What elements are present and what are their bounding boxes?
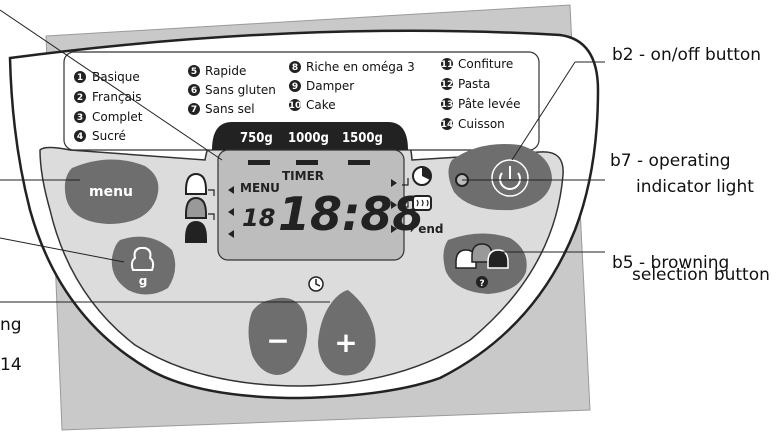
svg-text:12: 12 — [441, 80, 454, 90]
svg-text:Rapide: Rapide — [205, 64, 246, 78]
svg-text:Français: Français — [92, 90, 141, 104]
svg-text:9: 9 — [292, 82, 298, 92]
svg-text:Pasta: Pasta — [458, 77, 490, 91]
svg-text:14: 14 — [441, 120, 454, 130]
svg-text:3: 3 — [77, 113, 83, 123]
svg-text:4: 4 — [77, 132, 83, 142]
power-icon — [499, 172, 521, 190]
weight-icon — [130, 247, 155, 271]
loaf-dark-icon — [487, 249, 509, 269]
question-badge — [476, 276, 488, 288]
svg-text:Confiture: Confiture — [458, 57, 513, 71]
loaf-light-icon — [185, 172, 207, 195]
program-item: 2 Français — [74, 90, 141, 104]
program-item: 7 Sans sel — [188, 102, 255, 116]
timer-clock-icon — [308, 276, 324, 292]
lcd-status-arrow — [391, 179, 397, 187]
menu-button[interactable]: menu — [64, 159, 159, 224]
program-item: 9 Damper — [289, 79, 354, 93]
plus-button[interactable]: + — [318, 290, 376, 376]
keep-warm-icon — [412, 195, 432, 211]
lcd-screen — [217, 149, 405, 261]
status-connector — [402, 178, 409, 186]
lcd-crust-arrow — [228, 186, 234, 194]
svg-text:Cuisson: Cuisson — [458, 117, 505, 131]
svg-text:6: 6 — [191, 86, 197, 96]
lcd-menu-label: MENU — [240, 181, 280, 195]
minus-button[interactable]: − — [248, 297, 308, 375]
svg-text:Pâte levée: Pâte levée — [458, 97, 521, 111]
svg-text:5: 5 — [191, 67, 197, 77]
lcd-crust-arrow — [228, 230, 234, 238]
plus-button-label: + — [334, 326, 357, 359]
lcd-crust-arrow — [228, 208, 234, 216]
svg-text:13: 13 — [441, 100, 454, 110]
program-item: 12 Pasta — [441, 77, 491, 91]
end-label: → end — [404, 222, 444, 236]
svg-text:2: 2 — [77, 93, 83, 103]
callout-b7-line2: indicator light — [636, 177, 754, 197]
loaf-connector — [208, 213, 215, 220]
callout-b2: b2 - on/off button — [612, 45, 761, 65]
callout-cut-line2: 14 — [0, 355, 22, 375]
callout-line — [511, 61, 576, 161]
weight-1000: 1000g — [288, 131, 329, 146]
status-connector — [402, 202, 409, 208]
program-item: 11 Confiture — [441, 57, 514, 71]
lcd-weight-indicator — [248, 160, 270, 165]
svg-text:7: 7 — [191, 105, 197, 115]
svg-text:Cake: Cake — [306, 98, 336, 112]
weight-button[interactable]: g — [111, 236, 176, 295]
callout-b5-line1: b5 - browning — [612, 253, 729, 273]
weight-1500: 1500g — [342, 131, 383, 146]
svg-text:1: 1 — [77, 73, 83, 83]
delay-clock-icon — [412, 166, 432, 186]
svg-text:Complet: Complet — [92, 110, 143, 124]
program-item: 10 Cake — [289, 98, 336, 112]
browning-question-mark: ? — [479, 279, 484, 289]
svg-text:11: 11 — [441, 60, 454, 70]
callout-line — [0, 9, 223, 161]
program-item: 13 Pâte levée — [441, 97, 521, 111]
lcd-timer-label: TIMER — [282, 169, 324, 183]
callout-line — [0, 237, 125, 263]
weight-750: 750g — [240, 131, 273, 146]
weight-button-label: g — [139, 274, 148, 288]
svg-text:8: 8 — [292, 63, 298, 73]
lcd-status-arrow — [391, 225, 397, 233]
weight-bar — [212, 122, 408, 150]
lcd-time-digits: 18:88 — [278, 187, 424, 241]
program-item: 4 Sucré — [74, 129, 126, 143]
lcd-weight-indicator — [348, 160, 370, 165]
svg-text:10: 10 — [289, 101, 302, 111]
lcd-status-arrow — [391, 201, 397, 209]
svg-text:Damper: Damper — [306, 79, 354, 93]
program-item: 6 Sans gluten — [188, 83, 276, 97]
program-item: 8 Riche en oméga 3 — [289, 60, 415, 74]
program-item: 5 Rapide — [188, 64, 246, 78]
svg-text:Sucré: Sucré — [92, 129, 126, 143]
callout-b5-line2: selection button — [632, 265, 770, 285]
svg-text:Riche en oméga 3: Riche en oméga 3 — [306, 60, 415, 74]
loaf-dark-icon — [185, 220, 207, 243]
callout-cut-line1: ng — [0, 315, 22, 335]
lcd-weight-indicator — [296, 160, 318, 165]
lcd-program-number: 18 — [242, 204, 275, 232]
svg-text:Sans gluten: Sans gluten — [205, 83, 276, 97]
svg-text:Sans sel: Sans sel — [205, 102, 255, 116]
on-off-button[interactable] — [448, 144, 552, 211]
minus-button-label: − — [266, 324, 289, 357]
program-item: 14 Cuisson — [441, 117, 505, 131]
loaf-medium-icon — [185, 196, 207, 219]
menu-button-label: menu — [89, 184, 133, 200]
program-item: 3 Complet — [74, 110, 143, 124]
browning-selection-button[interactable]: ? — [443, 233, 527, 294]
callout-b7-line1: b7 - operating — [610, 151, 731, 171]
loaf-connector — [208, 189, 215, 196]
